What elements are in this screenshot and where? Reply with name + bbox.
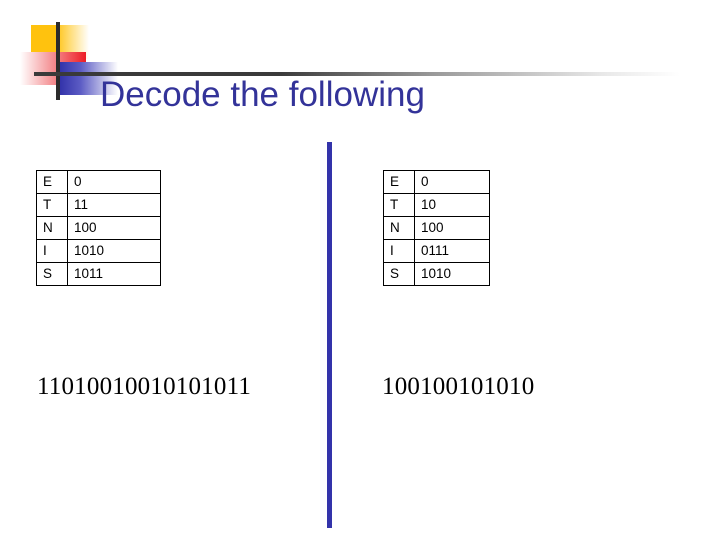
table-row: E 0: [383, 170, 490, 194]
logo-blue-square-icon: [60, 62, 118, 95]
symbol-cell: I: [36, 239, 68, 263]
table-row: T 10: [383, 193, 490, 217]
table-row: S 1010: [383, 262, 490, 286]
page-title: Decode the following: [100, 75, 425, 114]
symbol-cell: N: [383, 216, 415, 240]
symbol-cell: S: [36, 262, 68, 286]
code-cell: 1010: [67, 239, 161, 263]
header-horizontal-rule: [34, 72, 680, 76]
code-cell: 1011: [67, 262, 161, 286]
right-binary-string: 100100101010: [382, 373, 535, 400]
table-row: I 1010: [36, 239, 161, 263]
table-row: E 0: [36, 170, 161, 194]
code-cell: 0: [414, 170, 490, 194]
symbol-cell: T: [383, 193, 415, 217]
code-cell: 10: [414, 193, 490, 217]
symbol-cell: I: [383, 239, 415, 263]
right-code-table: E 0 T 10 N 100 I 0111 S 1010: [383, 170, 490, 286]
panel-divider: [327, 142, 332, 528]
table-row: T 11: [36, 193, 161, 217]
symbol-cell: E: [36, 170, 68, 194]
code-cell: 100: [67, 216, 161, 240]
symbol-cell: S: [383, 262, 415, 286]
left-binary-string: 11010010010101011: [37, 373, 252, 400]
left-code-table: E 0 T 11 N 100 I 1010 S 1011: [36, 170, 161, 286]
decorative-logo: [0, 0, 150, 110]
code-cell: 0: [67, 170, 161, 194]
code-cell: 11: [67, 193, 161, 217]
code-cell: 1010: [414, 262, 490, 286]
code-cell: 100: [414, 216, 490, 240]
symbol-cell: T: [36, 193, 68, 217]
table-row: N 100: [36, 216, 161, 240]
symbol-cell: E: [383, 170, 415, 194]
table-row: S 1011: [36, 262, 161, 286]
table-row: N 100: [383, 216, 490, 240]
logo-vertical-rule: [56, 22, 60, 100]
table-row: I 0111: [383, 239, 490, 263]
code-cell: 0111: [414, 239, 490, 263]
symbol-cell: N: [36, 216, 68, 240]
